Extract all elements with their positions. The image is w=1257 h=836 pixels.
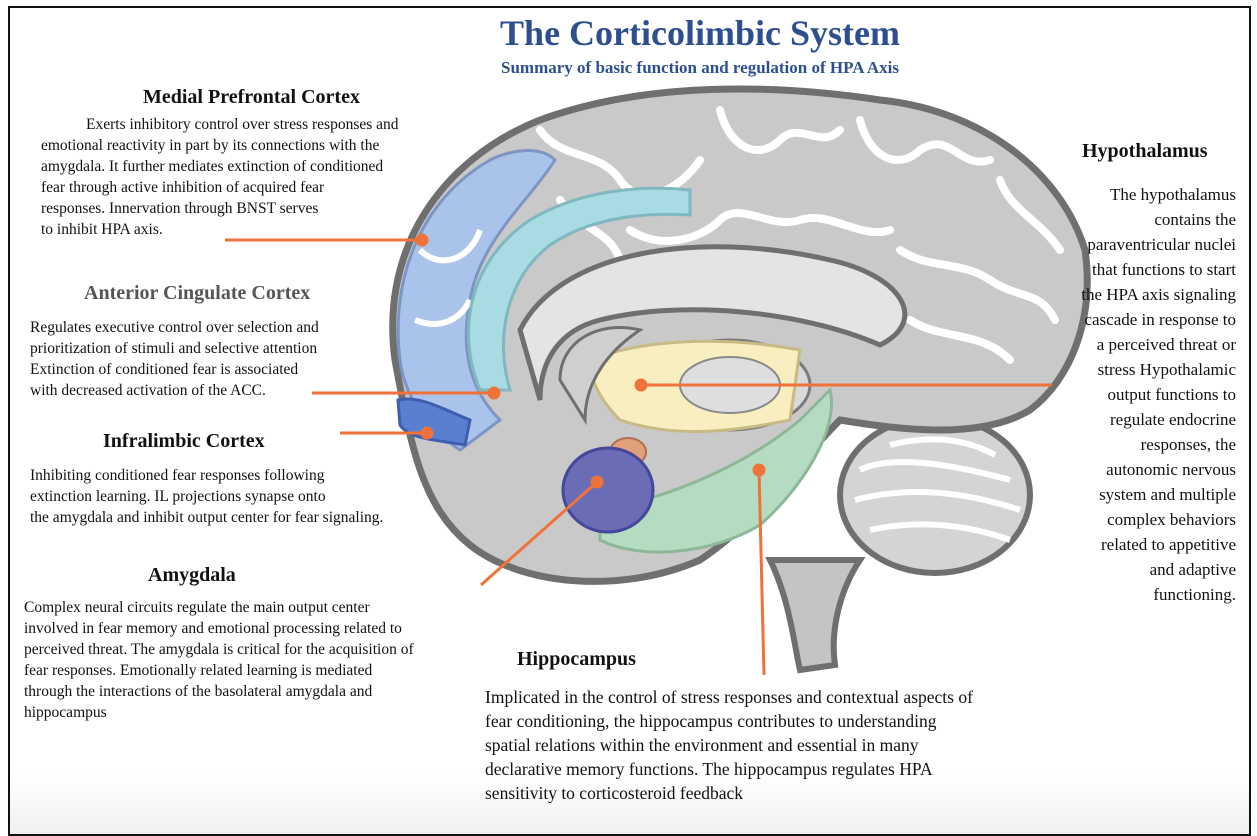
hippocampus-description: Implicated in the control of stress resp…: [485, 685, 973, 805]
hypothalamus-line: autonomic nervous: [1081, 457, 1236, 482]
hypothalamus-line: regulate endocrine: [1081, 407, 1236, 432]
mpfc-line: emotional reactivity in part by its conn…: [28, 135, 399, 156]
hypothalamus-line: stress Hypothalamic: [1081, 357, 1236, 382]
hippocampus-line: spatial relations within the environment…: [485, 733, 973, 757]
il-description: Inhibiting conditioned fear responses fo…: [30, 465, 383, 528]
mpfc-line: responses. Innervation through BNST serv…: [28, 198, 399, 219]
hypothalamus-line: cascade in response to: [1081, 307, 1236, 332]
amygdala-line: through the interactions of the basolate…: [24, 681, 414, 702]
hypothalamus-line: The hypothalamus: [1081, 182, 1236, 207]
hippocampus-line: fear conditioning, the hippocampus contr…: [485, 709, 973, 733]
hypothalamus-line: complex behaviors: [1081, 507, 1236, 532]
amygdala-heading: Amygdala: [148, 564, 236, 587]
hypothalamus-line: related to appetitive: [1081, 532, 1236, 557]
amygdala-line: Complex neural circuits regulate the mai…: [24, 597, 414, 618]
amygdala-line: perceived threat. The amygdala is critic…: [24, 639, 414, 660]
amygdala-region: [563, 448, 653, 532]
mpfc-line: to inhibit HPA axis.: [28, 219, 399, 240]
cerebellum: [840, 417, 1030, 573]
hypothalamus-line: paraventricular nuclei: [1081, 232, 1236, 257]
il-line: extinction learning. IL projections syna…: [30, 486, 383, 507]
hypothalamus-line: output functions to: [1081, 382, 1236, 407]
mpfc-line: fear through active inhibition of acquir…: [28, 177, 399, 198]
hippocampus-heading: Hippocampus: [517, 648, 636, 671]
amygdala-line: fear responses. Emotionally related lear…: [24, 660, 414, 681]
acc-description: Regulates executive control over selecti…: [30, 317, 319, 401]
amygdala-line: involved in fear memory and emotional pr…: [24, 618, 414, 639]
mpfc-line: amygdala. It further mediates extinction…: [28, 156, 399, 177]
acc-line: Regulates executive control over selecti…: [30, 317, 319, 338]
acc-heading: Anterior Cingulate Cortex: [84, 282, 310, 305]
hippocampus-line: Implicated in the control of stress resp…: [485, 685, 973, 709]
acc-line: Extinction of conditioned fear is associ…: [30, 359, 319, 380]
acc-line: with decreased activation of the ACC.: [30, 380, 319, 401]
hypothalamus-line: that functions to start: [1081, 257, 1236, 282]
hypothalamus-line: a perceived threat or: [1081, 332, 1236, 357]
hippocampus-line: sensitivity to corticosteroid feedback: [485, 781, 973, 805]
il-heading: Infralimbic Cortex: [103, 430, 265, 453]
il-line: the amygdala and inhibit output center f…: [30, 507, 383, 528]
il-line: Inhibiting conditioned fear responses fo…: [30, 465, 383, 486]
mpfc-description: Exerts inhibitory control over stress re…: [28, 114, 399, 240]
page-title: The Corticolimbic System: [0, 12, 1257, 54]
hypothalamus-line: contains the: [1081, 207, 1236, 232]
mpfc-heading: Medial Prefrontal Cortex: [143, 86, 360, 109]
hypothalamus-line: the HPA axis signaling: [1081, 282, 1236, 307]
hypothalamus-line: responses, the: [1081, 432, 1236, 457]
brain-stem: [770, 560, 860, 670]
hypothalamus-line: system and multiple: [1081, 482, 1236, 507]
acc-line: prioritization of stimuli and selective …: [30, 338, 319, 359]
page-subtitle: Summary of basic function and regulation…: [0, 58, 1257, 78]
hypothalamus-line: and adaptive: [1081, 557, 1236, 582]
amygdala-line: hippocampus: [24, 702, 414, 723]
mpfc-line: Exerts inhibitory control over stress re…: [28, 114, 399, 135]
amygdala-description: Complex neural circuits regulate the mai…: [24, 597, 414, 723]
hypothalamus-heading: Hypothalamus: [1082, 140, 1208, 163]
hypothalamus-description: The hypothalamus contains the paraventri…: [1081, 182, 1236, 607]
hypothalamus-line: functioning.: [1081, 582, 1236, 607]
hippocampus-line: declarative memory functions. The hippoc…: [485, 757, 973, 781]
